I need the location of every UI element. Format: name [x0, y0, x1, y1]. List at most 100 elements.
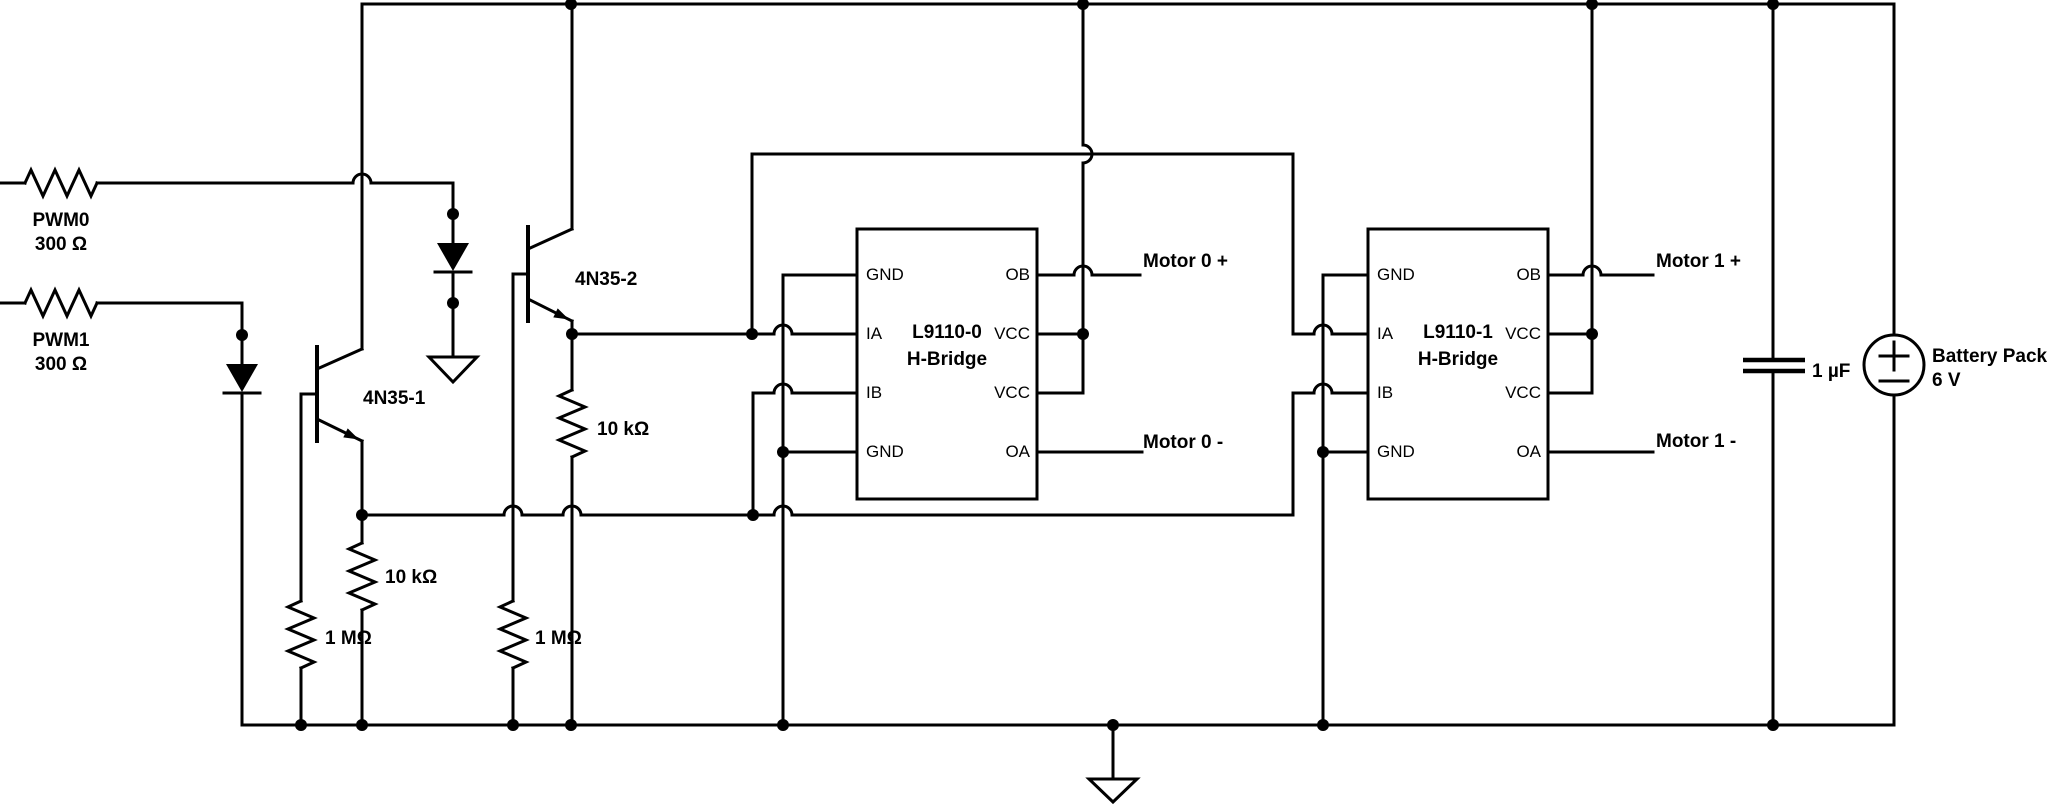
hbridge0-pin-gnd-bottom: GND	[866, 442, 904, 461]
junction-dot	[566, 328, 578, 340]
pwm1-wire	[95, 301, 244, 366]
junction-dot	[746, 328, 758, 340]
motor1-plus-label: Motor 1 +	[1656, 251, 1741, 272]
hbridge1-gnd-wire	[1321, 273, 1370, 727]
battery-label: Battery Pack	[1932, 346, 2048, 367]
junction-dot	[447, 208, 459, 220]
junction-dot	[1317, 446, 1329, 458]
pwm0-input: PWM0 300 Ω	[0, 166, 455, 255]
battery-voltage: 6 V	[1932, 370, 1961, 391]
junction-dot	[1317, 719, 1329, 731]
hbridge0-subtitle: H-Bridge	[907, 349, 987, 370]
hbridge1-box	[1366, 227, 1550, 501]
motor0-plus-wire	[1035, 264, 1142, 277]
ib-net-rail-wire	[360, 391, 1295, 517]
junction-dot	[1767, 719, 1779, 731]
opto1-label: 4N35-1	[363, 388, 426, 409]
pwm1-led-branch	[222, 364, 262, 727]
hbridge0-pin-gnd-top: GND	[866, 265, 904, 284]
hbridge1-pin-ob: OB	[1516, 265, 1541, 284]
hbridge0-vcc-riser-wire	[1035, 2, 1094, 395]
hbridge1-title: L9110-1	[1423, 322, 1493, 343]
ground-symbol-icon	[425, 355, 481, 385]
r1m1-resistor-icon	[284, 599, 318, 670]
opto1-base-wire	[299, 392, 319, 603]
resistor-1m-1: 1 MΩ	[284, 599, 372, 727]
pwm1-label: PWM1	[33, 330, 90, 351]
hbridge1-pin-vcc-bottom: VCC	[1505, 383, 1541, 402]
r1m2-label: 1 MΩ	[535, 628, 582, 649]
motor0-plus-label: Motor 0 +	[1143, 251, 1228, 272]
junction-dot	[1077, 0, 1089, 10]
opto1-emitter-arrow-icon	[343, 428, 359, 440]
junction-dot	[1107, 719, 1119, 731]
hbridge1-chip: L9110-1 H-Bridge GND IA IB GND OB VCC VC…	[1366, 227, 1550, 501]
capacitor: 1 µF	[1743, 2, 1850, 727]
motor-terminals: Motor 0 + Motor 0 - Motor 1 + Motor 1 -	[1035, 251, 1741, 454]
r1m2-resistor-icon	[496, 599, 530, 670]
pwm0-label: PWM0	[33, 210, 90, 231]
hbridge0-box	[855, 227, 1039, 501]
junction-dot	[1586, 328, 1598, 340]
top-rail-wire	[360, 2, 1896, 351]
opto2-emitter-arrow-icon	[553, 308, 569, 320]
junction-dot	[507, 719, 519, 731]
led0-diode-icon	[437, 243, 469, 271]
power-rails	[240, 2, 1896, 727]
opto2-label: 4N35-2	[575, 269, 637, 290]
hbridge1-pin-ib: IB	[1377, 383, 1393, 402]
ib0-pin-wire	[751, 382, 859, 517]
hbridge1-pin-vcc-top: VCC	[1505, 324, 1541, 343]
hbridge0-pin-vcc-bottom: VCC	[994, 383, 1030, 402]
ia1-pin-wire	[1291, 323, 1370, 336]
hbridge0-pin-ia: IA	[866, 324, 883, 343]
pwm0-wire	[95, 172, 455, 216]
junction-dot	[1077, 328, 1089, 340]
junction-dot	[747, 509, 759, 521]
junction-dot	[356, 719, 368, 731]
pwm0-led-branch	[425, 212, 481, 385]
junction-dot	[447, 297, 459, 309]
battery: Battery Pack 6 V	[1862, 333, 2048, 397]
resistor-10k-2: 10 kΩ	[555, 332, 649, 727]
hbridge1-pin-gnd-bottom: GND	[1377, 442, 1415, 461]
ia0-pin-wire	[570, 323, 859, 336]
hbridge0-pin-oa: OA	[1005, 442, 1030, 461]
hbridge0-title: L9110-0	[912, 322, 982, 343]
pwm0-value: 300 Ω	[35, 234, 87, 255]
junction-dot	[565, 0, 577, 10]
main-ground	[1085, 723, 1141, 805]
ia-net-riser-wire	[750, 152, 1295, 336]
junction-dot	[356, 509, 368, 521]
supply-wiring	[781, 2, 1594, 727]
r10k1-resistor-icon	[345, 541, 379, 612]
optocoupler-4n35-2: 4N35-2	[511, 2, 637, 603]
junction-dot	[565, 719, 577, 731]
hbridge0-pin-ib: IB	[866, 383, 882, 402]
junction-dots	[236, 0, 1779, 731]
hbridge1-pin-gnd-top: GND	[1377, 265, 1415, 284]
hbridge1-pin-oa: OA	[1516, 442, 1541, 461]
opto2-base-wire	[511, 272, 530, 603]
hbridge0-chip: L9110-0 H-Bridge GND IA IB GND OB VCC VC…	[855, 227, 1039, 501]
optocoupler-4n35-1: 4N35-1	[299, 345, 426, 603]
opto1-collector-diagonal	[315, 347, 364, 371]
resistor-1m-2: 1 MΩ	[496, 599, 582, 727]
r1m1-label: 1 MΩ	[325, 628, 372, 649]
junction-dot	[1767, 0, 1779, 10]
pwm1-value: 300 Ω	[35, 354, 87, 375]
hbridge1-vcc-riser-wire	[1546, 2, 1594, 395]
r10k2-label: 10 kΩ	[597, 419, 649, 440]
motor1-plus-wire	[1546, 264, 1655, 277]
hbridge1-subtitle: H-Bridge	[1418, 349, 1498, 370]
hbridge0-gnd-wire	[781, 273, 859, 727]
pwm1-resistor-icon	[23, 286, 99, 320]
pwm1-input: PWM1 300 Ω	[0, 286, 244, 375]
capacitor-label: 1 µF	[1812, 361, 1850, 382]
r10k1-label: 10 kΩ	[385, 567, 437, 588]
junction-dot	[1586, 0, 1598, 10]
hbridge1-pin-ia: IA	[1377, 324, 1394, 343]
junction-dot	[236, 329, 248, 341]
